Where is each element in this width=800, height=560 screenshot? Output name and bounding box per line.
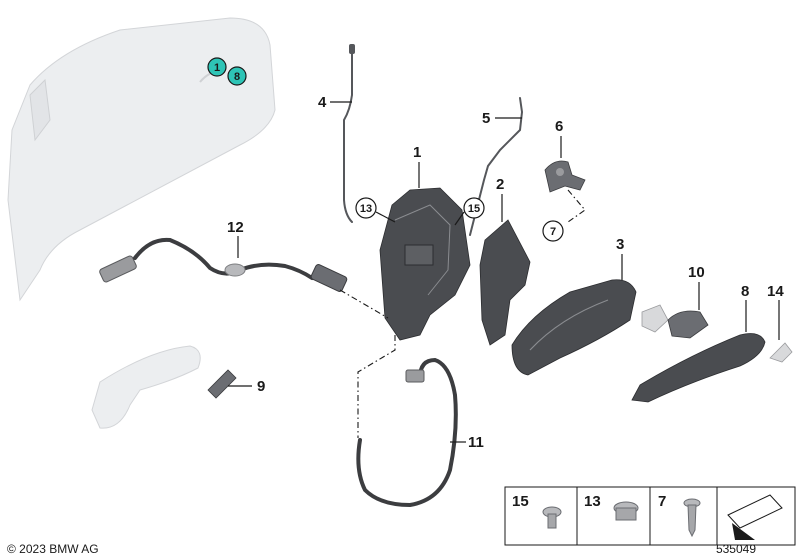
screw-13-icon <box>613 501 639 521</box>
screw-15-icon <box>542 506 562 529</box>
bowden-cable-12 <box>99 237 348 292</box>
screw-label-13: 13 <box>584 493 601 510</box>
orientation-arrow-icon <box>727 494 783 540</box>
callout-15-circle: 15 <box>463 197 485 219</box>
callout-13-circle: 13 <box>355 197 377 219</box>
callout-3: 3 <box>616 236 624 253</box>
operating-rod-4 <box>343 44 355 223</box>
screw-label-15: 15 <box>512 493 529 510</box>
interior-handle-ghost <box>91 345 201 429</box>
callout-7-circle: 7 <box>542 220 564 242</box>
svg-text:15: 15 <box>468 203 480 215</box>
callout-14: 14 <box>767 283 784 300</box>
svg-text:13: 13 <box>360 203 372 215</box>
svg-text:7: 7 <box>550 226 556 238</box>
callout-10: 10 <box>688 264 705 281</box>
callout-2: 2 <box>496 176 504 193</box>
callout-11: 11 <box>468 434 484 451</box>
screw-7-icon <box>683 498 701 538</box>
callout-4: 4 <box>318 94 327 111</box>
svg-text:1: 1 <box>214 62 220 74</box>
cap-14 <box>769 342 793 363</box>
svg-text:8: 8 <box>234 71 240 83</box>
drawing-number: 535049 <box>715 542 756 556</box>
callout-8: 8 <box>741 283 749 300</box>
callout-6: 6 <box>555 118 563 135</box>
door-badge-1: 1 <box>207 57 227 77</box>
callout-12: 12 <box>227 219 244 236</box>
trim-piece-9 <box>207 369 237 399</box>
callout-9: 9 <box>257 378 265 395</box>
door-badge-8: 8 <box>227 66 247 86</box>
door-shell <box>7 17 276 302</box>
outer-handle-8 <box>631 333 766 403</box>
copyright-text: © 2023 BMW AG <box>7 542 99 556</box>
door-lock-1 <box>379 187 471 341</box>
callout-1: 1 <box>413 144 421 161</box>
callout-5: 5 <box>482 110 490 127</box>
bowden-cable-11 <box>356 357 458 508</box>
operating-rod-5 <box>469 97 524 236</box>
bezel-10 <box>641 304 709 339</box>
handle-carrier-3 <box>511 279 637 376</box>
cover-2 <box>479 219 531 346</box>
screw-label-7: 7 <box>658 493 666 510</box>
bracket-6 <box>544 160 586 193</box>
